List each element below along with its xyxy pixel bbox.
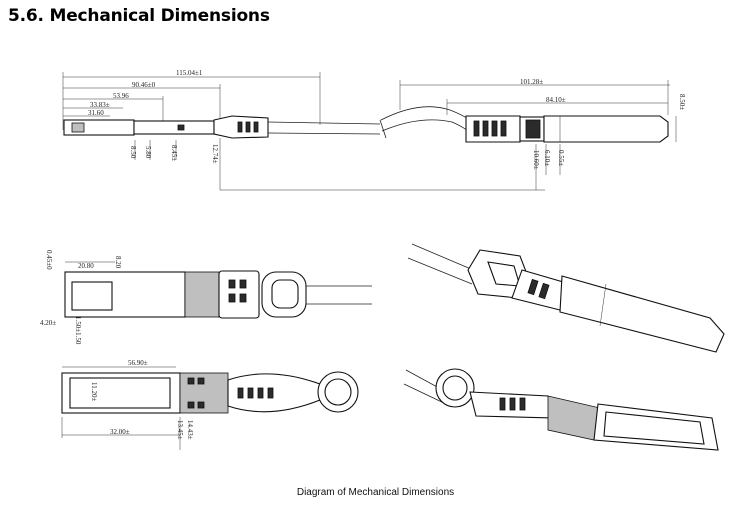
- dim-side-total: 115.04±1: [176, 69, 203, 77]
- dim-front-820: 8.20: [114, 256, 122, 269]
- dim-top-84: 84.10±: [546, 96, 566, 104]
- section-heading: 5.6. Mechanical Dimensions: [8, 6, 270, 26]
- dim-side-845: 8.45±: [170, 145, 178, 161]
- iso-view-upper: [407, 243, 725, 353]
- dim-top-1060: 10.60±: [532, 150, 540, 170]
- dim-top-101: 101.28±: [520, 78, 543, 86]
- dim-bottom-1120: 11.20±: [90, 382, 98, 401]
- top-view: 101.28± 84.10± 8.50± 10.60± 6.10± 0.55±: [380, 78, 686, 190]
- dim-top-610: 6.10±: [543, 150, 551, 166]
- dim-front-420: 4.20±: [40, 319, 56, 327]
- dim-front-045: 0.45±0: [45, 250, 53, 270]
- side-view: 115.04±1 90.46±0 53.96 33.83± 31.60 8.50…: [62, 69, 545, 191]
- dim-top-850: 8.50±: [678, 94, 686, 110]
- dim-side-53: 53.96: [113, 92, 129, 100]
- dim-side-850: 8.50: [129, 146, 137, 159]
- dim-top-055: 0.55±: [557, 150, 565, 166]
- iso-view-lower: [403, 368, 719, 451]
- dim-side-1274: 12.74±: [211, 144, 219, 164]
- dim-bottom-1443: 14.43±: [186, 420, 194, 440]
- dim-bottom-5690: 56.90±: [128, 359, 148, 367]
- dim-side-31: 31.60: [88, 109, 104, 117]
- dim-side-assembly: 90.46±0: [132, 81, 156, 89]
- dim-side-580: 5.80: [144, 146, 152, 159]
- dim-bottom-1345: 13.45±: [176, 420, 184, 440]
- dim-bottom-3200: 32.00±: [110, 428, 130, 436]
- dim-front-150: 1.50±1.50: [74, 316, 82, 345]
- figure-caption: Diagram of Mechanical Dimensions: [296, 487, 455, 498]
- dim-side-33: 33.83±: [90, 101, 110, 109]
- front-view: 0.45±0 20.80 8.20 4.20± 1.50±1.50: [40, 250, 372, 345]
- dim-front-2080: 20.80: [78, 262, 94, 270]
- bottom-view: 56.90± 11.20± 32.00± 14.43± 13.45±: [61, 359, 359, 450]
